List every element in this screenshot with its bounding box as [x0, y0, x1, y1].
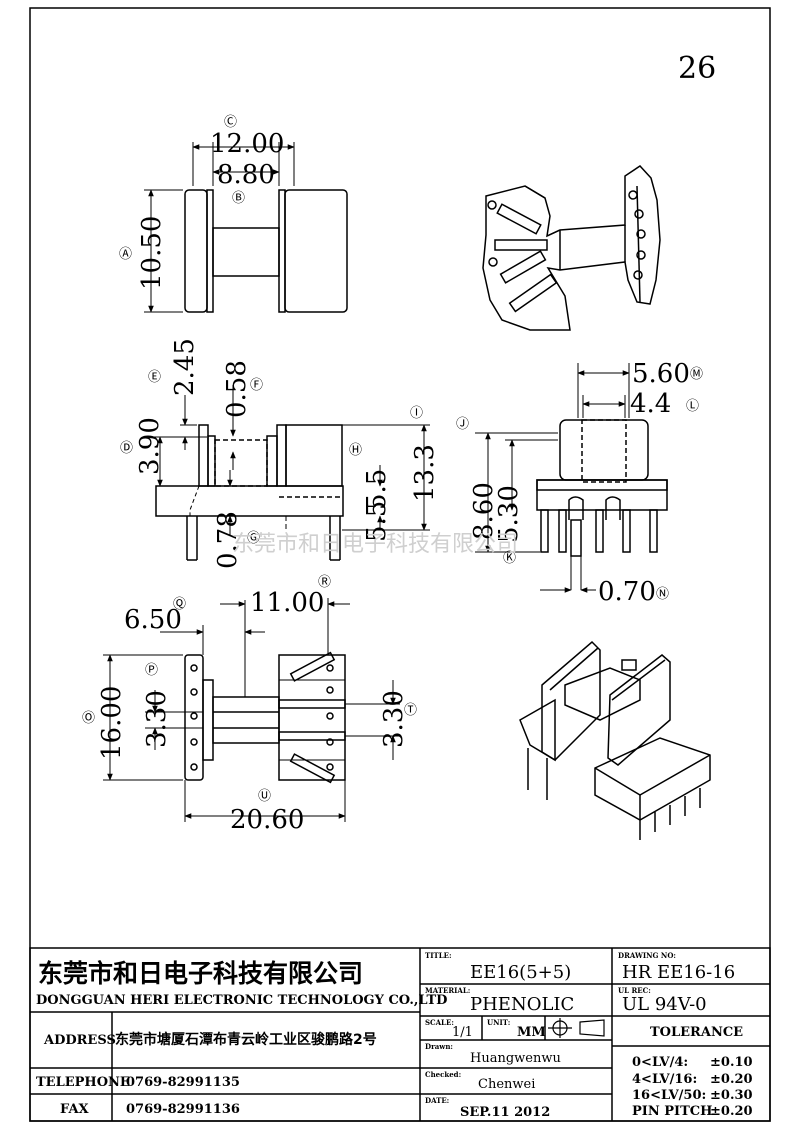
watermark: 东莞市和日电子科技有限公司 [232, 532, 518, 557]
telephone-value: 0769-82991135 [126, 1075, 240, 1090]
dim-f-value: 0.58 [222, 360, 252, 418]
marker-i: Ⓘ [410, 406, 423, 421]
tolerance-range: 0<LV/4: [632, 1055, 688, 1070]
marker-h: Ⓗ [349, 443, 362, 458]
dim-u-value: 20.60 [230, 805, 304, 835]
dim-n-value: 0.70 [598, 577, 656, 607]
dim-e-value: 2.45 [170, 338, 200, 396]
address-label: ADDRESS [43, 1033, 116, 1048]
dim-j-value: 8.60 [469, 482, 499, 540]
drawing-no-label: DRAWING NO: [618, 951, 676, 960]
tolerance-value: ±0.20 [710, 1072, 753, 1087]
top-view [144, 142, 348, 313]
dim-h2-value: 5.5 [362, 501, 392, 542]
material-label: MATERIAL: [425, 986, 470, 995]
marker-n: Ⓝ [656, 587, 669, 602]
checked-label: Checked: [425, 1070, 461, 1079]
tolerance-value: ±0.20 [710, 1104, 753, 1119]
dim-r-value: 11.00 [250, 588, 324, 618]
tolerance-range: 16<LV/50: [632, 1088, 706, 1103]
address-value: 东莞市塘厦石潭布青云岭工业区骏鹏路2号 [115, 1031, 377, 1048]
side-view [475, 363, 668, 593]
marker-l: Ⓛ [686, 399, 699, 414]
marker-p: Ⓟ [145, 663, 158, 678]
drawn-value: Huangwenwu [470, 1051, 561, 1066]
dim-o-value: 16.00 [97, 686, 127, 760]
marker-k: Ⓚ [503, 551, 516, 566]
tolerance-range: PIN PITCH [632, 1104, 712, 1119]
projection-symbol-icon [548, 1018, 605, 1038]
iso-view-bobbin-assembled [519, 640, 711, 840]
marker-a: Ⓐ [119, 247, 132, 262]
page-number: 26 [678, 51, 716, 86]
iso-view-bobbin-top [482, 165, 661, 331]
dim-q-value: 6.50 [124, 605, 182, 635]
tolerance-value: ±0.10 [710, 1055, 753, 1070]
dim-h-value: 5.5 [362, 469, 392, 510]
checked-value: Chenwei [478, 1077, 535, 1092]
company-name-cn: 东莞市和日电子科技有限公司 [38, 959, 363, 988]
dim-d-value: 3.90 [135, 417, 165, 475]
drawing-no-value: HR EE16-16 [622, 962, 735, 983]
marker-f: Ⓕ [250, 378, 263, 393]
marker-u: Ⓤ [258, 789, 271, 804]
tolerance-table: 0<LV/4: ±0.10 4<LV/16: ±0.20 16<LV/50: ±… [632, 1055, 753, 1119]
unit-label: UNIT: [487, 1018, 510, 1027]
dim-top-width-outer: 12.00 [210, 129, 284, 159]
telephone-label: TELEPHONE [36, 1075, 130, 1090]
marker-m: Ⓜ [690, 367, 703, 382]
dim-i-value: 13.3 [410, 444, 440, 502]
marker-q: Ⓠ [173, 597, 186, 612]
dim-l-value: 4.4 [630, 389, 671, 419]
scale-value: 1/1 [452, 1025, 473, 1040]
dim-p-value: 3.30 [142, 690, 172, 748]
fax-value: 0769-82991136 [126, 1102, 240, 1117]
marker-b: Ⓑ [232, 191, 245, 206]
company-name-en: DONGGUAN HERI ELECTRONIC TECHNOLOGY CO.,… [36, 993, 447, 1008]
marker-c: Ⓒ [224, 115, 237, 130]
dim-t-value: 3.30 [379, 690, 409, 748]
ul-label: UL REC: [618, 986, 651, 995]
scale-label: SCALE: [425, 1018, 454, 1027]
material-value: PHENOLIC [470, 994, 574, 1015]
date-value: SEP.11 2012 [460, 1105, 550, 1120]
dim-top-height: 10.50 [137, 216, 167, 290]
marker-j: Ⓙ [456, 417, 469, 432]
front-view [152, 385, 430, 561]
title-label: TITLE: [425, 951, 452, 960]
drawn-label: Drawn: [425, 1042, 453, 1051]
fax-label: FAX [60, 1102, 90, 1117]
marker-t: Ⓣ [404, 703, 417, 718]
marker-d: Ⓓ [120, 441, 133, 456]
date-label: DATE: [425, 1096, 449, 1105]
tolerance-value: ±0.30 [710, 1088, 753, 1103]
dim-k-value: 5.30 [494, 485, 524, 543]
tolerance-label: TOLERANCE [650, 1025, 743, 1040]
marker-o: Ⓞ [82, 711, 95, 726]
dim-g-value: 0.78 [213, 511, 243, 569]
ul-value: UL 94V-0 [622, 994, 707, 1015]
bottom-view [103, 598, 400, 822]
tolerance-range: 4<LV/16: [632, 1072, 697, 1087]
dim-m-value: 5.60 [632, 359, 690, 389]
title-value: EE16(5+5) [470, 962, 571, 983]
title-block-frame [29, 947, 771, 1122]
marker-g: Ⓖ [247, 531, 260, 546]
marker-r: Ⓡ [318, 575, 331, 590]
dim-top-width-inner: 8.80 [217, 160, 275, 190]
marker-e: Ⓔ [148, 370, 161, 385]
unit-value: MM [517, 1025, 546, 1040]
